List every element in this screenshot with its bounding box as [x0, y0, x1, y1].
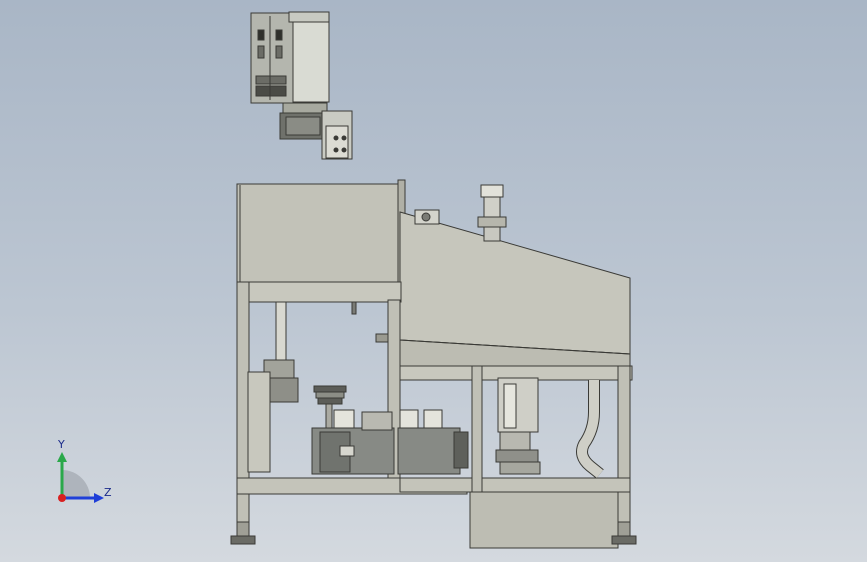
axis-triad: Y Z — [48, 438, 118, 510]
vertical-rod — [247, 301, 389, 473]
z-axis-label: Z — [104, 486, 112, 499]
motor-left — [311, 409, 395, 475]
y-axis-label: Y — [58, 438, 65, 451]
triad-graphic — [57, 452, 104, 503]
lower-cabinet — [469, 491, 619, 549]
leveling-feet — [230, 535, 256, 545]
control-head-assembly — [250, 11, 353, 160]
right-internals — [495, 377, 541, 475]
motor-right — [397, 409, 469, 475]
sloped-hood — [399, 184, 631, 369]
curved-pipe — [576, 380, 604, 479]
upper-housing — [236, 179, 406, 283]
